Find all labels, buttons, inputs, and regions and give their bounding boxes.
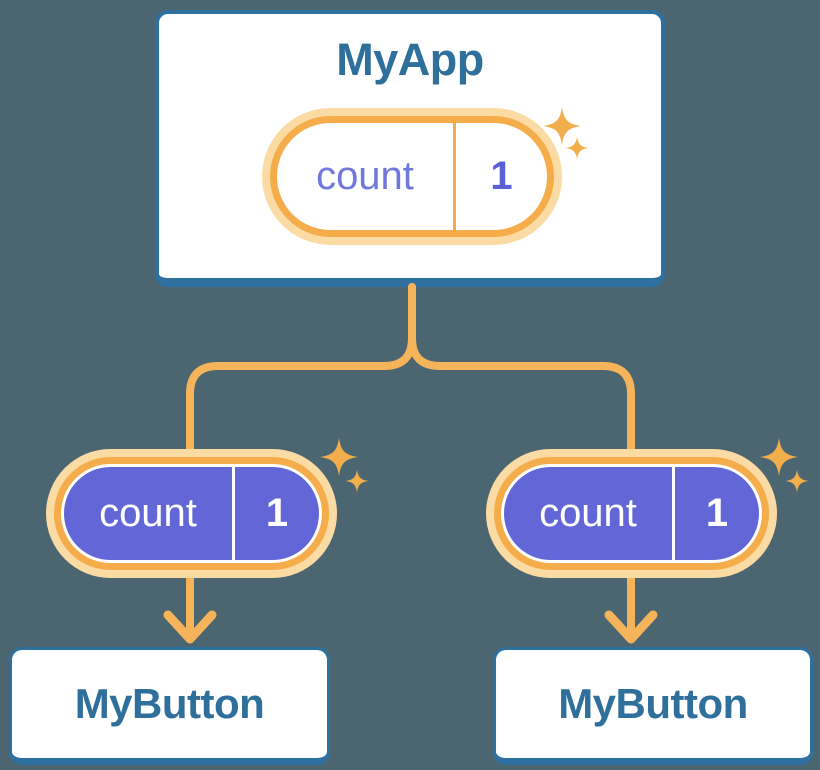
component-title-myapp: MyApp bbox=[336, 34, 484, 85]
arrow-down-icon-right bbox=[604, 610, 658, 644]
state-label: count bbox=[316, 154, 414, 198]
component-card-mybutton-right: MyButton bbox=[493, 647, 813, 765]
state-value: 1 bbox=[705, 491, 729, 535]
state-pill-myapp: count 1 bbox=[262, 108, 562, 245]
arrow-down-icon-left bbox=[163, 610, 217, 644]
sparkle-icon bbox=[345, 469, 369, 493]
state-pill-mybutton-left: count 1 bbox=[46, 449, 337, 578]
state-value: 1 bbox=[265, 491, 289, 535]
state-pill-fill: count 1 bbox=[504, 467, 759, 560]
component-card-mybutton-left: MyButton bbox=[9, 647, 330, 765]
pill-divider bbox=[672, 467, 675, 560]
state-pill-body: count 1 bbox=[54, 457, 329, 570]
state-label: count bbox=[539, 491, 637, 535]
state-label: count bbox=[99, 491, 197, 535]
pill-divider bbox=[453, 123, 456, 230]
component-title-mybutton-left: MyButton bbox=[74, 680, 265, 727]
state-pill-mybutton-right: count 1 bbox=[486, 449, 777, 578]
sparkle-icon bbox=[320, 438, 358, 476]
state-value: 1 bbox=[490, 154, 513, 198]
state-pill-body: count 1 bbox=[494, 457, 769, 570]
component-title-mybutton-right: MyButton bbox=[558, 680, 748, 727]
state-pill-body: count 1 bbox=[270, 116, 554, 237]
state-pill-fill: count 1 bbox=[64, 467, 319, 560]
sparkle-icon bbox=[760, 438, 798, 476]
sparkle-icon bbox=[785, 469, 809, 493]
